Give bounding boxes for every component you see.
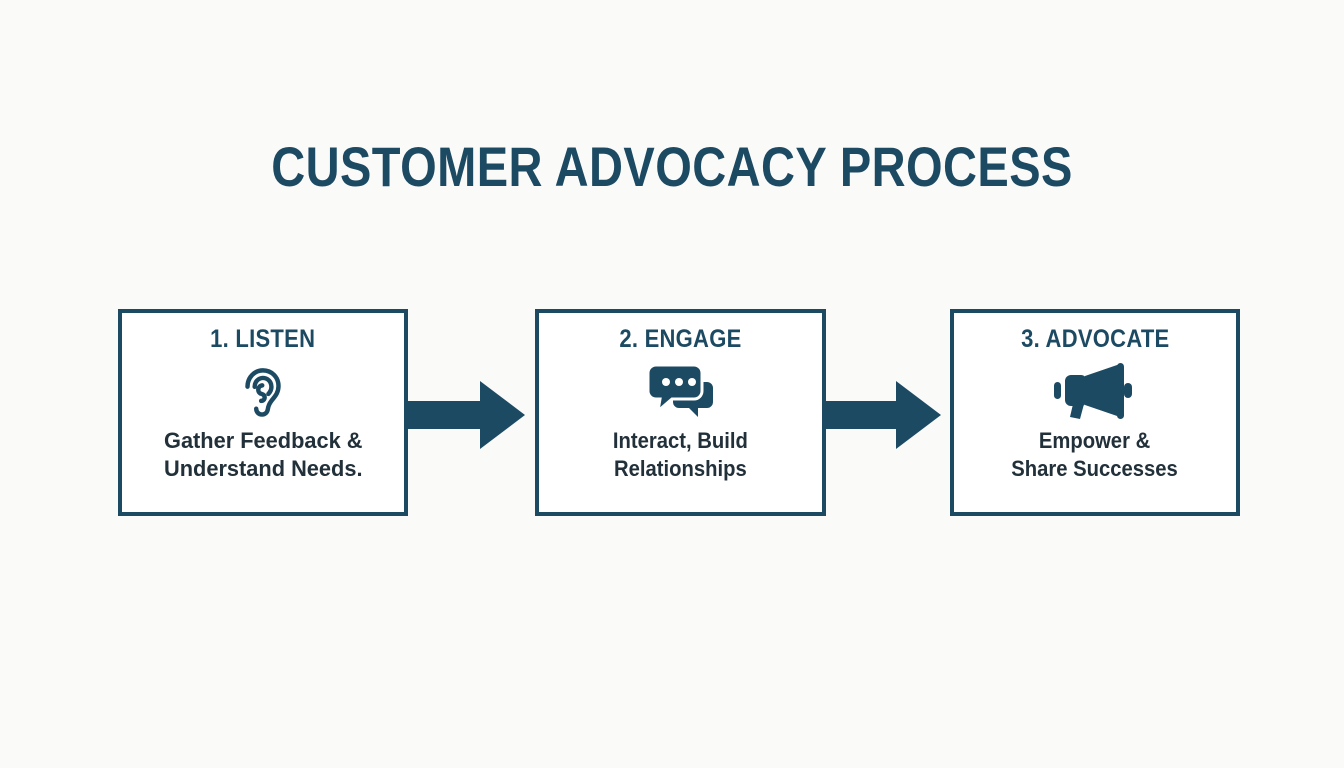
arrow-right-icon xyxy=(822,373,942,457)
step-description: Gather Feedback & Understand Needs. xyxy=(164,427,363,483)
step-card-engage[interactable]: 2. ENGAGE Interact, Build Relationships xyxy=(535,309,826,516)
step-heading: 2. ENGAGE xyxy=(619,325,742,353)
step-card-listen[interactable]: 1. LISTEN Gather Feedback & Understand N… xyxy=(118,309,408,516)
step-description-line: Understand Needs. xyxy=(163,456,363,481)
page-title: CUSTOMER ADVOCACY PROCESS xyxy=(271,135,1073,198)
speech-bubbles-icon xyxy=(645,360,717,422)
step-heading: 1. LISTEN xyxy=(210,325,316,353)
step-description-line: Empower & xyxy=(1039,428,1151,453)
ear-icon xyxy=(232,360,294,422)
process-flow: 1. LISTEN Gather Feedback & Understand N… xyxy=(0,309,1344,521)
step-card-advocate[interactable]: 3. ADVOCATE Empower xyxy=(950,309,1240,516)
megaphone-icon xyxy=(1054,360,1136,422)
step-description: Empower & Share Successes xyxy=(1012,427,1179,483)
step-description-line: Relationships xyxy=(614,456,747,481)
step-description-line: Interact, Build xyxy=(613,428,748,453)
step-description-line: Gather Feedback & xyxy=(163,428,363,453)
arrow-right-icon xyxy=(406,373,526,457)
step-description-line: Share Successes xyxy=(1011,456,1179,481)
step-description: Interact, Build Relationships xyxy=(613,427,748,483)
step-heading: 3. ADVOCATE xyxy=(1020,325,1170,353)
